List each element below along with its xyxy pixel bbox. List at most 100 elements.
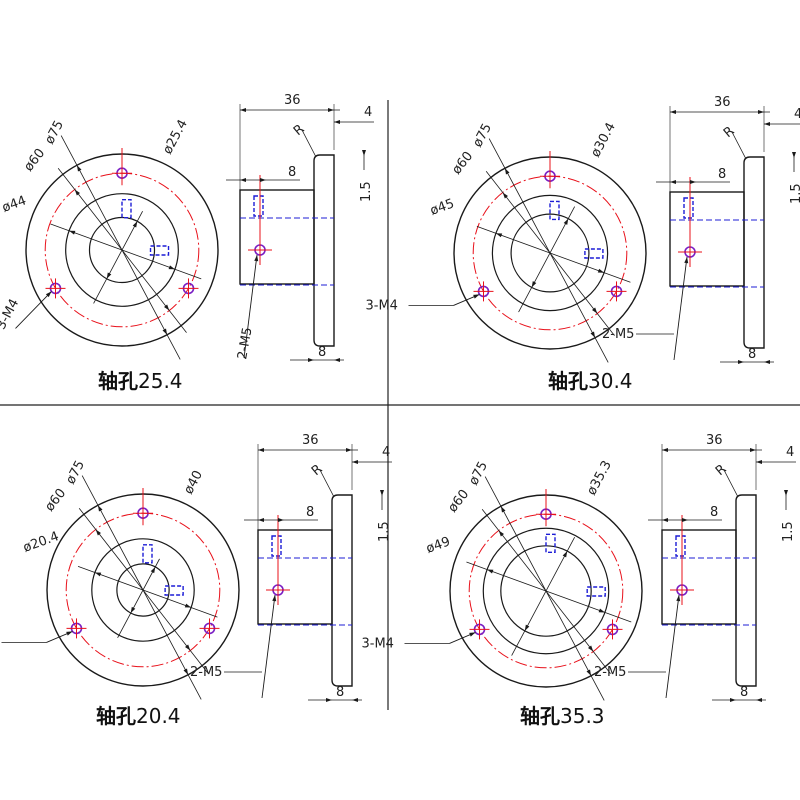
arrowhead xyxy=(69,230,76,235)
arrowhead xyxy=(94,572,102,577)
arrowhead xyxy=(352,460,358,464)
caption-label: 轴孔 xyxy=(96,704,136,728)
arrowhead xyxy=(240,178,246,182)
dim-line-4 xyxy=(518,206,576,313)
hub-body xyxy=(257,529,333,625)
setscrew-hidden-horizontal xyxy=(149,245,170,256)
arrowhead xyxy=(592,307,598,314)
arrowhead xyxy=(502,192,508,199)
caption-bore-size: 35.3 xyxy=(560,704,605,728)
dim-4: 4 xyxy=(382,445,390,460)
arrowhead xyxy=(473,294,480,299)
arrowhead xyxy=(380,490,384,496)
arrowhead xyxy=(95,529,101,536)
caption-label: 轴孔 xyxy=(548,369,588,393)
arrowhead xyxy=(130,606,136,614)
arrowhead xyxy=(670,180,676,184)
m5-callout: 2-M5 xyxy=(602,327,634,342)
arrowhead xyxy=(504,168,510,175)
arrowhead xyxy=(132,221,138,228)
bore-circle xyxy=(510,213,590,293)
m5-leader xyxy=(665,594,680,699)
dim-label-4: ø30.4 xyxy=(588,120,619,160)
flange-plate xyxy=(331,494,353,687)
dim-8-top: 8 xyxy=(718,167,726,182)
dim-line-4 xyxy=(511,536,575,656)
r-leader xyxy=(723,469,739,498)
arrowhead xyxy=(469,632,476,637)
arrowhead xyxy=(764,122,770,126)
hole-leader xyxy=(15,291,52,329)
dim-label-1: ø75 xyxy=(466,459,491,488)
dim-line-3 xyxy=(50,223,202,280)
arrowhead xyxy=(498,530,504,537)
arrowhead xyxy=(106,272,112,279)
arrowhead xyxy=(352,698,358,702)
flange-plate xyxy=(743,156,765,349)
dim-label-3: ø49 xyxy=(424,534,452,556)
setscrew-hidden-vertical xyxy=(545,533,556,553)
arrowhead xyxy=(684,257,689,264)
hub-body xyxy=(239,189,315,285)
view-caption: 轴孔25.4 xyxy=(98,369,183,393)
dim-36: 36 xyxy=(714,95,731,110)
arrowhead xyxy=(590,331,596,338)
side-setscrew-hidden xyxy=(675,535,686,557)
dim-8-bottom: 8 xyxy=(740,685,748,700)
dim-line-1 xyxy=(81,475,202,700)
dim-label-4: ø25.4 xyxy=(160,117,191,157)
setscrew-hidden-vertical xyxy=(549,200,560,221)
arrowhead xyxy=(784,490,788,496)
arrowhead xyxy=(260,178,266,182)
r-leader xyxy=(319,469,335,498)
setscrew-hidden-vertical xyxy=(121,198,132,219)
arrowhead xyxy=(168,265,175,270)
dim-4: 4 xyxy=(364,105,372,120)
m5-callout: 2-M5 xyxy=(594,665,626,680)
caption-bore-size: 20.4 xyxy=(136,704,181,728)
arrowhead xyxy=(308,358,314,362)
dim-label-1: ø75 xyxy=(470,121,495,150)
arrowhead xyxy=(150,566,156,574)
arrowhead xyxy=(362,150,366,156)
arrowhead xyxy=(328,108,334,112)
side-setscrew-hidden xyxy=(271,535,282,557)
dim-line-3 xyxy=(77,565,218,618)
arrowhead xyxy=(662,518,668,522)
arrowhead xyxy=(756,698,762,702)
m5-callout: 2-M5 xyxy=(190,665,222,680)
dim-line-3 xyxy=(476,226,631,283)
m5-leader xyxy=(673,256,688,361)
side-setscrew-hidden xyxy=(253,195,264,217)
arrowhead xyxy=(346,448,352,452)
hole-callout: 3-M4 xyxy=(0,297,22,333)
arrowhead xyxy=(531,281,537,288)
arrowhead xyxy=(598,608,605,613)
arrowhead xyxy=(792,152,796,158)
arrowhead xyxy=(240,108,246,112)
arrowhead xyxy=(258,518,264,522)
flange-plate xyxy=(735,494,757,687)
boss-circle xyxy=(491,194,609,312)
dim-label-4: ø40 xyxy=(181,468,206,497)
arrowhead xyxy=(682,518,688,522)
setscrew-hidden-horizontal xyxy=(164,585,184,596)
dim-label-3: ø44 xyxy=(0,193,28,215)
m5-leader xyxy=(243,254,258,359)
hub-body xyxy=(661,529,737,625)
dim-label-4: ø35.3 xyxy=(584,458,615,498)
dim-line-1 xyxy=(488,138,609,363)
view-caption: 轴孔35.3 xyxy=(520,704,605,728)
dim-label-1: ø75 xyxy=(42,118,67,147)
dim-line-1 xyxy=(60,135,181,360)
hub-body xyxy=(669,191,745,287)
arrowhead xyxy=(524,624,530,631)
